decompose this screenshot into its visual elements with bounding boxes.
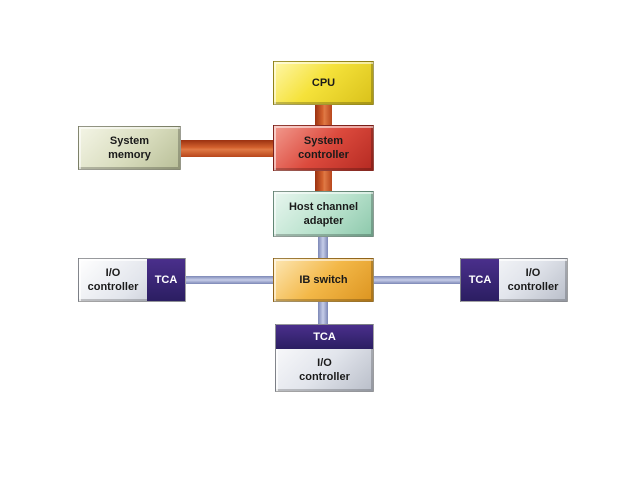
io-controller-left-label-wrap: I/O controller	[79, 259, 147, 301]
link-cpu-system-controller	[315, 104, 332, 126]
ib-switch-label: IB switch	[299, 274, 348, 286]
io-controller-right-label: I/O controller	[507, 267, 559, 293]
io-controller-right-node: TCA I/O controller	[460, 258, 568, 302]
io-controller-left-node: I/O controller TCA	[78, 258, 186, 302]
cpu-label: CPU	[311, 77, 336, 89]
tca-bottom-badge: TCA	[276, 325, 373, 349]
host-channel-adapter-label: Host channel adapter	[288, 201, 359, 227]
tca-right-badge: TCA	[461, 259, 499, 301]
cpu-node: CPU	[273, 61, 374, 105]
host-channel-adapter-node: Host channel adapter	[273, 191, 374, 237]
link-system-controller-hca	[315, 170, 332, 192]
system-memory-node: System memory	[78, 126, 181, 170]
link-system-memory-system-controller	[180, 140, 274, 157]
io-controller-left-label: I/O controller	[87, 267, 139, 293]
system-memory-label: System memory	[108, 135, 151, 161]
ib-switch-node: IB switch	[273, 258, 374, 302]
io-controller-right-label-wrap: I/O controller	[499, 259, 567, 301]
link-ib-switch-io-right	[373, 276, 461, 284]
tca-left-badge: TCA	[147, 259, 185, 301]
link-ib-switch-io-bottom	[318, 301, 328, 325]
io-controller-bottom-label-wrap: I/O controller	[276, 349, 373, 391]
link-ib-switch-io-left	[185, 276, 274, 284]
io-controller-bottom-node: TCA I/O controller	[275, 324, 374, 392]
link-hca-ib-switch	[318, 236, 328, 259]
system-controller-node: System controller	[273, 125, 374, 171]
system-controller-label: System controller	[298, 135, 349, 161]
io-controller-bottom-label: I/O controller	[299, 357, 350, 383]
